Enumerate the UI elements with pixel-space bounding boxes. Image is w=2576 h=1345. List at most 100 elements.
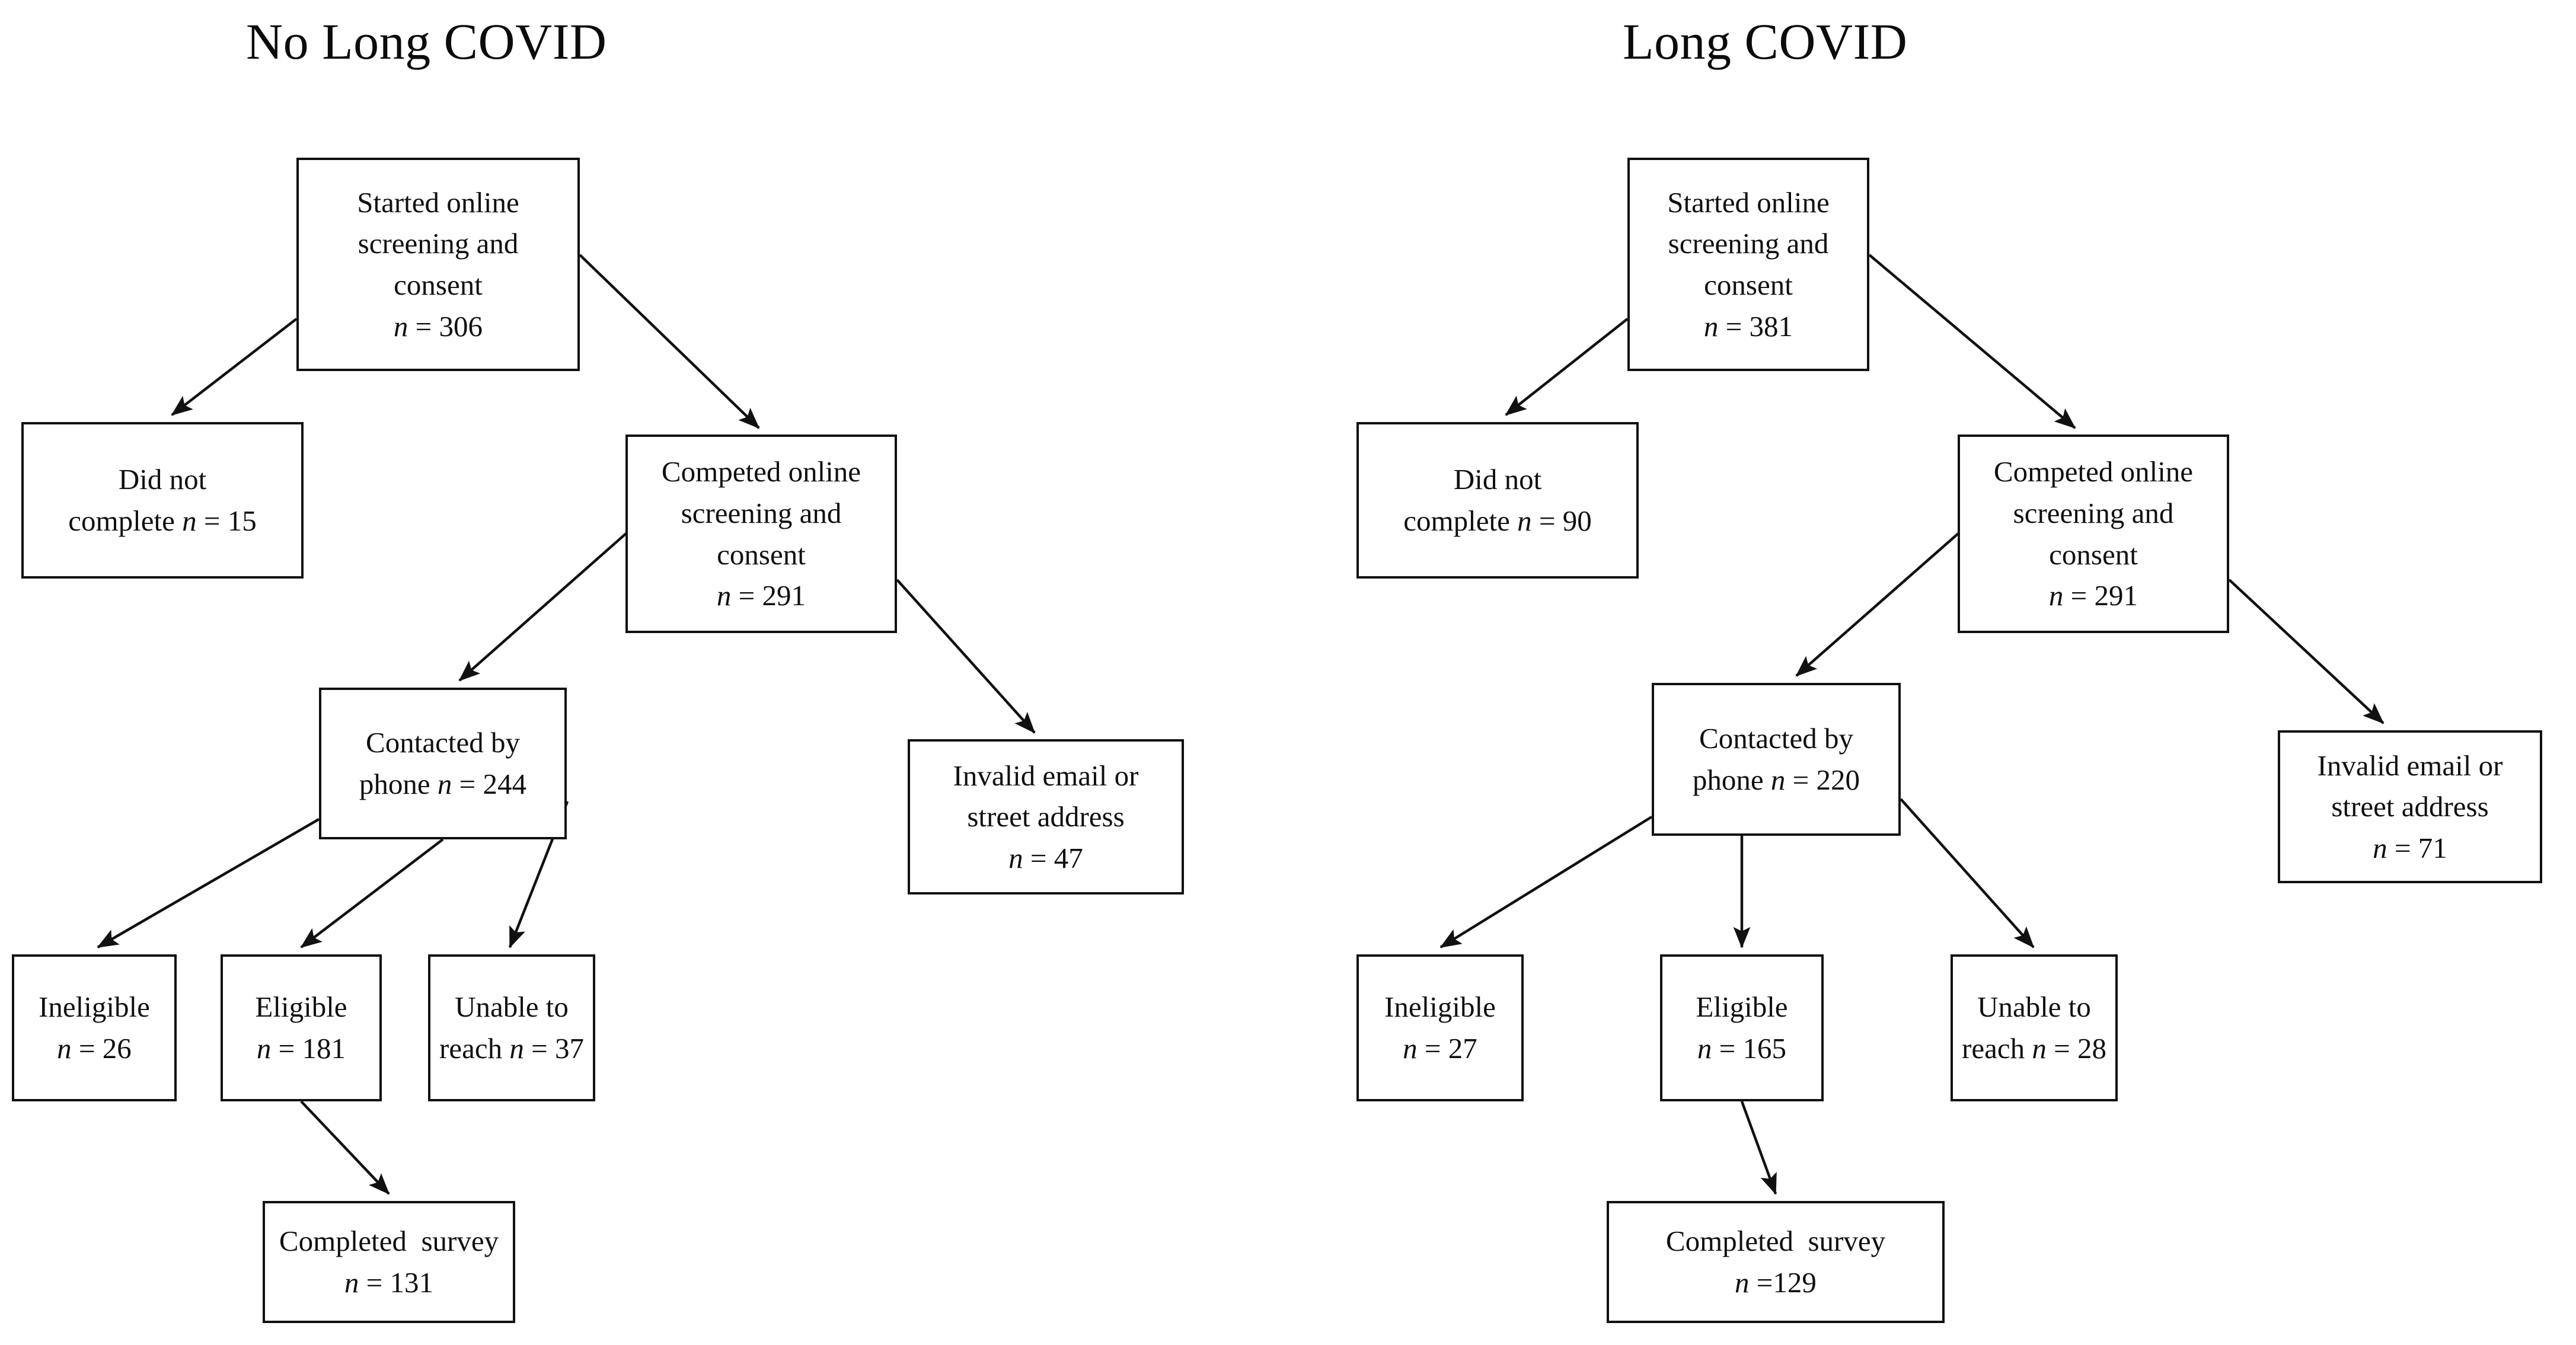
node-text-line: Unable to <box>455 991 569 1024</box>
node-count-prefix: reach <box>1962 1032 2032 1065</box>
node-count-line: complete n = 15 <box>68 500 256 542</box>
node-text-line: consent <box>717 538 806 571</box>
node-count-line: n = 131 <box>344 1262 433 1304</box>
node-text-line: street address <box>967 800 1125 833</box>
node-text-line: Invalid email or <box>2317 749 2503 782</box>
sample-size-symbol: n <box>344 1266 359 1299</box>
space <box>731 579 738 612</box>
node-no-long-covid-competed-online: Competed online screening and consent n = 2… <box>625 435 897 633</box>
sample-size-symbol: n <box>509 1032 524 1065</box>
space <box>1785 763 1792 796</box>
node-count-line: phone n = 244 <box>359 763 526 805</box>
node-text-line: Invalid email or <box>953 759 1139 792</box>
space <box>197 504 204 537</box>
node-text-line: Eligible <box>255 991 347 1024</box>
space <box>72 1032 79 1065</box>
node-long-covid-contacted-by-phone: Contacted by phone n = 220 <box>1652 683 1901 836</box>
sample-size-symbol: n <box>2032 1032 2047 1065</box>
node-count-line: n = 381 <box>1704 306 1793 347</box>
sample-size-value: = 90 <box>1538 504 1592 537</box>
node-long-covid-completed-survey: Completed survey n =129 <box>1607 1201 1945 1323</box>
edge-l-competed-to-invalid <box>896 579 1036 734</box>
node-text-line: Started online <box>1667 186 1830 219</box>
node-count-prefix: phone <box>359 768 438 800</box>
node-long-covid-ineligible: Ineligible n = 27 <box>1356 954 1524 1101</box>
node-count-line: n = 291 <box>717 575 806 616</box>
panel-title-no-long-covid: No Long COVID <box>246 13 607 70</box>
node-count-prefix: phone <box>1692 763 1771 796</box>
space <box>1418 1032 1425 1065</box>
sample-size-value: = 181 <box>278 1032 346 1065</box>
sample-size-value: =129 <box>1756 1266 1817 1299</box>
sample-size-symbol: n <box>256 1032 272 1065</box>
node-long-covid-unable-to-reach: Unable to reach n = 28 <box>1951 954 2118 1101</box>
node-text-line: Competed online <box>661 455 861 488</box>
node-count-line: n = 291 <box>2049 575 2138 616</box>
node-text-line: Completed survey <box>1665 1225 1886 1258</box>
sample-size-value: = 291 <box>2070 579 2138 612</box>
sample-size-value: = 26 <box>78 1032 132 1065</box>
space <box>1712 1032 1719 1065</box>
node-text-line: Completed survey <box>279 1225 499 1258</box>
node-text-line: screening and <box>681 496 842 529</box>
node-count-line: n = 165 <box>1697 1028 1786 1069</box>
edge-l-contact-to-inelig <box>97 818 320 948</box>
node-count-line: reach n = 28 <box>1962 1028 2106 1069</box>
node-count-prefix: complete <box>68 504 183 537</box>
node-long-covid-eligible: Eligible n = 165 <box>1660 954 1824 1101</box>
node-count-line: n = 27 <box>1403 1028 1477 1069</box>
sample-size-symbol: n <box>57 1032 72 1065</box>
node-no-long-covid-eligible: Eligible n = 181 <box>221 954 382 1101</box>
node-count-prefix: complete <box>1403 504 1518 537</box>
node-text-line: street address <box>2331 790 2489 823</box>
node-text-line: Competed online <box>1993 455 2194 488</box>
sample-size-value: = 220 <box>1792 763 1860 796</box>
edge-r-started-to-didnot <box>1505 318 1629 416</box>
sample-size-symbol: n <box>437 768 452 800</box>
sample-size-symbol: n <box>2048 579 2064 612</box>
node-text-line: consent <box>2049 538 2138 571</box>
sample-size-value: = 291 <box>738 579 806 612</box>
space <box>2047 1032 2054 1065</box>
sample-size-value: = 37 <box>531 1032 584 1065</box>
node-text-line: Unable to <box>1977 991 2091 1024</box>
edges-group <box>97 254 2385 1195</box>
edge-l-started-to-competed <box>579 254 760 429</box>
edge-l-started-to-didnot <box>171 318 298 416</box>
node-count-line: n = 181 <box>257 1028 346 1069</box>
sample-size-value: = 131 <box>366 1266 434 1299</box>
sample-size-value: = 381 <box>1725 309 1793 343</box>
space <box>452 768 459 800</box>
space <box>1718 310 1725 343</box>
node-text-line: Contacted by <box>366 726 520 759</box>
node-count-line: phone n = 220 <box>1693 759 1860 801</box>
node-no-long-covid-contacted-by-phone: Contacted by phone n = 244 <box>319 688 567 839</box>
sample-size-value: = 244 <box>459 768 527 800</box>
node-text-line: screening and <box>357 227 519 260</box>
node-text-line: consent <box>1704 269 1793 301</box>
edge-l-elig-to-completed <box>300 1100 390 1195</box>
node-text-line: Ineligible <box>1384 991 1496 1024</box>
space <box>1532 504 1539 537</box>
edge-r-elig-to-completed <box>1740 1101 1777 1195</box>
node-text-line: Eligible <box>1696 991 1788 1024</box>
sample-size-symbol: n <box>1403 1032 1418 1065</box>
node-text-line: screening and <box>1668 227 1829 260</box>
node-count-line: n = 47 <box>1008 838 1083 879</box>
node-text-line: Contacted by <box>1699 722 1853 755</box>
sample-size-value: = 165 <box>1719 1032 1787 1065</box>
space <box>524 1032 531 1065</box>
node-count-line: n = 26 <box>57 1028 132 1069</box>
sample-size-symbol: n <box>393 309 408 343</box>
sample-size-symbol: n <box>1008 841 1023 874</box>
node-text-line: Did not <box>1453 463 1542 496</box>
sample-size-value: = 71 <box>2394 831 2447 864</box>
sample-size-symbol: n <box>1703 309 1719 343</box>
node-count-line: n =129 <box>1735 1262 1817 1304</box>
node-count-line: n = 306 <box>394 306 483 347</box>
